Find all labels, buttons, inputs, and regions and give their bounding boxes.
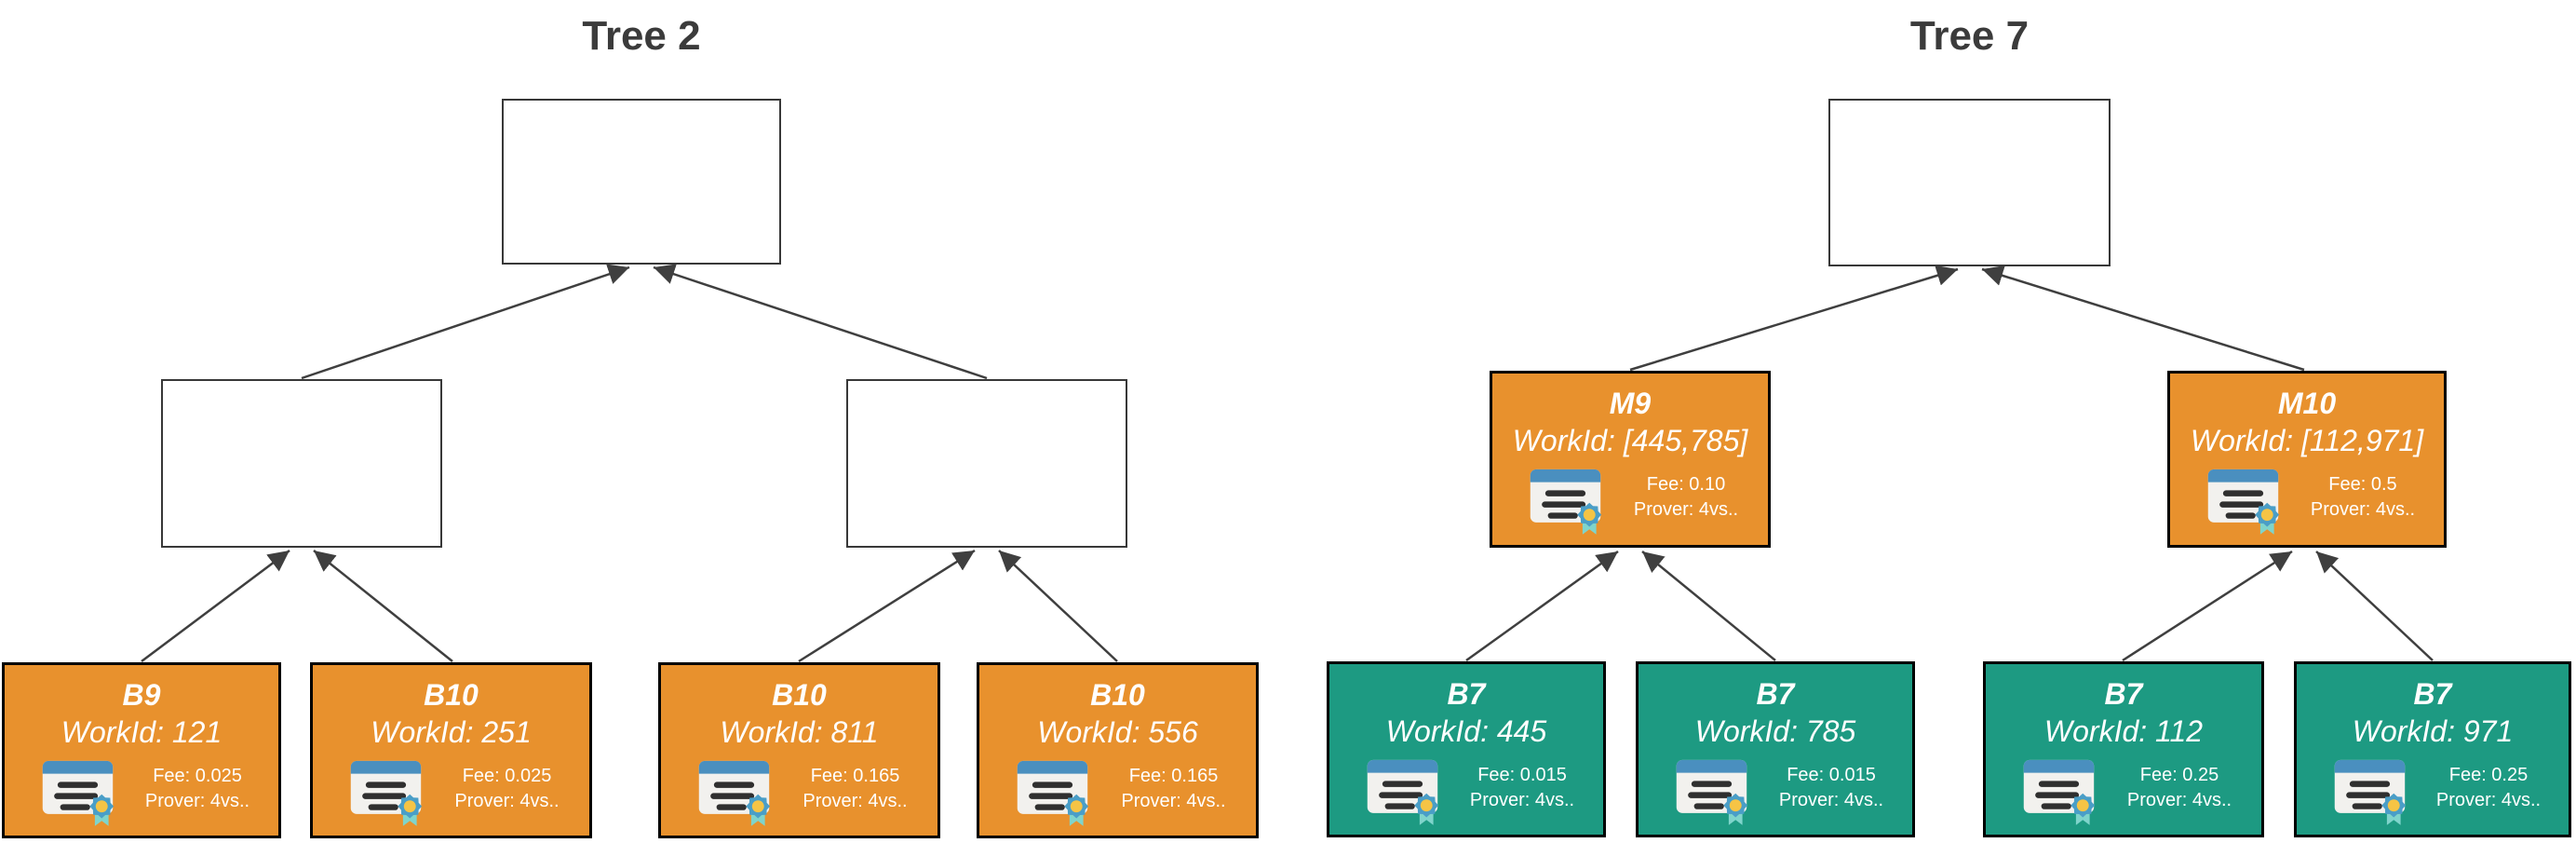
node-workid: WorkId: 251 — [371, 715, 532, 749]
node-fee: Fee: 0.025 — [462, 766, 552, 786]
node-fee: Fee: 0.165 — [1128, 766, 1219, 786]
node-detail-row: Fee: 0.015 Prover: 4vs.. — [1329, 755, 1603, 827]
node-fee: Fee: 0.5 — [2328, 474, 2397, 495]
edge-t7-mid1-root — [1981, 265, 2305, 372]
node-workid: WorkId: 785 — [1694, 714, 1856, 748]
node-label: M9 — [1609, 387, 1652, 420]
node-fee-prover: Fee: 0.165 Prover: 4vs.. — [1100, 755, 1247, 814]
node-label: B7 — [2104, 677, 2143, 711]
node-label: B9 — [122, 678, 161, 712]
tree7-leaf-b7-785[interactable]: B7 WorkId: 785 Fee: 0.015 Prover: 4vs.. — [1636, 661, 1915, 837]
node-prover: Prover: 4vs.. — [1633, 499, 1739, 520]
node-fee: Fee: 0.015 — [1477, 765, 1567, 785]
certificate-icon — [1365, 755, 1450, 827]
node-fee: Fee: 0.10 — [1646, 474, 1726, 495]
edge-t7-leaf3-mid1 — [2315, 551, 2434, 661]
node-detail-row: Fee: 0.025 Prover: 4vs.. — [313, 755, 589, 828]
node-detail-row: Fee: 0.165 Prover: 4vs.. — [661, 755, 937, 828]
edge-t2-leaf0-mid0 — [141, 549, 290, 663]
node-prover: Prover: 4vs.. — [454, 791, 560, 811]
certificate-icon — [2332, 755, 2418, 827]
tree2-mid-node-left[interactable] — [161, 379, 442, 548]
certificate-icon — [40, 755, 126, 828]
node-fee-prover: Fee: 0.5 Prover: 4vs.. — [2291, 464, 2434, 523]
node-fee-prover: Fee: 0.165 Prover: 4vs.. — [782, 755, 928, 814]
node-label: M10 — [2277, 387, 2337, 420]
node-fee: Fee: 0.015 — [1787, 765, 1876, 785]
tree7-root-node[interactable] — [1828, 99, 2111, 266]
node-fee: Fee: 0.25 — [2448, 765, 2529, 785]
node-workid: WorkId: 556 — [1037, 715, 1198, 749]
node-fee-prover: Fee: 0.25 Prover: 4vs.. — [2107, 755, 2252, 813]
certificate-icon — [2021, 755, 2107, 827]
node-prover: Prover: 4vs.. — [2435, 790, 2542, 810]
tree7-title: Tree 7 — [1909, 13, 2030, 59]
tree2-leaf-b10-811[interactable]: B10 WorkId: 811 Fee: 0.165 Prover: 4vs.. — [658, 662, 940, 838]
node-fee-prover: Fee: 0.025 Prover: 4vs.. — [126, 755, 269, 814]
node-workid: WorkId: [445,785] — [1512, 424, 1748, 457]
node-prover: Prover: 4vs.. — [144, 791, 250, 811]
node-fee-prover: Fee: 0.25 Prover: 4vs.. — [2418, 755, 2559, 813]
edge-t7-leaf0-mid0 — [1465, 550, 1619, 662]
node-workid: WorkId: 971 — [2352, 714, 2514, 748]
node-detail-row: Fee: 0.5 Prover: 4vs.. — [2170, 464, 2444, 537]
node-workid: WorkId: [112,971] — [2190, 424, 2424, 457]
edge-t2-leaf2-mid1 — [798, 549, 976, 663]
node-detail-row: Fee: 0.25 Prover: 4vs.. — [2297, 755, 2569, 827]
tree2-leaf-b9-121[interactable]: B9 WorkId: 121 Fee: 0.025 Prover: 4vs.. — [2, 662, 281, 838]
tree2-root-node[interactable] — [502, 99, 781, 265]
node-prover: Prover: 4vs.. — [1778, 790, 1884, 810]
edge-t7-leaf1-mid0 — [1641, 551, 1776, 661]
node-prover: Prover: 4vs.. — [1121, 791, 1226, 811]
node-fee-prover: Fee: 0.015 Prover: 4vs.. — [1760, 755, 1903, 813]
node-workid: WorkId: 121 — [61, 715, 223, 749]
node-detail-row: Fee: 0.10 Prover: 4vs.. — [1492, 464, 1768, 537]
node-prover: Prover: 4vs.. — [2126, 790, 2232, 810]
tree7-leaf-b7-971[interactable]: B7 WorkId: 971 Fee: 0.25 Prover: 4vs.. — [2294, 661, 2571, 837]
node-detail-row: Fee: 0.025 Prover: 4vs.. — [5, 755, 278, 828]
node-fee-prover: Fee: 0.015 Prover: 4vs.. — [1450, 755, 1594, 813]
edge-t7-leaf2-mid1 — [2122, 550, 2293, 662]
node-label: B10 — [1090, 678, 1145, 712]
edge-t2-mid1-root — [653, 264, 988, 380]
edge-t2-leaf3-mid1 — [998, 550, 1118, 662]
certificate-icon — [1674, 755, 1760, 827]
node-label: B7 — [1756, 677, 1795, 711]
edge-t2-leaf1-mid0 — [313, 550, 453, 662]
tree7-leaf-b7-445[interactable]: B7 WorkId: 445 Fee: 0.015 Prover: 4vs.. — [1327, 661, 1606, 837]
certificate-icon — [1015, 755, 1100, 828]
node-fee-prover: Fee: 0.10 Prover: 4vs.. — [1613, 464, 1759, 523]
node-prover: Prover: 4vs.. — [2310, 499, 2416, 520]
node-detail-row: Fee: 0.25 Prover: 4vs.. — [1986, 755, 2261, 827]
node-workid: WorkId: 811 — [720, 715, 879, 749]
tree7-leaf-b7-112[interactable]: B7 WorkId: 112 Fee: 0.25 Prover: 4vs.. — [1983, 661, 2264, 837]
node-detail-row: Fee: 0.165 Prover: 4vs.. — [979, 755, 1256, 828]
node-fee: Fee: 0.025 — [153, 766, 242, 786]
node-prover: Prover: 4vs.. — [802, 791, 908, 811]
tree2-leaf-b10-251[interactable]: B10 WorkId: 251 Fee: 0.025 Prover: 4vs.. — [310, 662, 592, 838]
node-prover: Prover: 4vs.. — [1469, 790, 1575, 810]
edge-t2-mid0-root — [301, 264, 630, 380]
certificate-icon — [1528, 464, 1613, 537]
certificate-icon — [696, 755, 782, 828]
tree7-mid-m10[interactable]: M10 WorkId: [112,971] Fee: 0.5 Prover: 4… — [2167, 371, 2447, 548]
tree2-mid-node-right[interactable] — [846, 379, 1127, 548]
node-fee: Fee: 0.165 — [810, 766, 900, 786]
tree7-mid-m9[interactable]: M9 WorkId: [445,785] Fee: 0.10 Prover: 4… — [1490, 371, 1771, 548]
tree2-title: Tree 2 — [582, 13, 701, 59]
node-label: B10 — [424, 678, 479, 712]
tree2-leaf-b10-556[interactable]: B10 WorkId: 556 Fee: 0.165 Prover: 4vs.. — [977, 662, 1259, 838]
node-fee-prover: Fee: 0.025 Prover: 4vs.. — [434, 755, 580, 814]
node-label: B7 — [2413, 677, 2452, 711]
certificate-icon — [2205, 464, 2291, 537]
node-workid: WorkId: 445 — [1385, 714, 1547, 748]
node-fee: Fee: 0.25 — [2139, 765, 2219, 785]
certificate-icon — [348, 755, 434, 828]
node-workid: WorkId: 112 — [2043, 714, 2204, 748]
edge-t7-mid0-root — [1629, 265, 1959, 372]
node-label: B10 — [772, 678, 827, 712]
node-label: B7 — [1447, 677, 1486, 711]
node-detail-row: Fee: 0.015 Prover: 4vs.. — [1639, 755, 1912, 827]
